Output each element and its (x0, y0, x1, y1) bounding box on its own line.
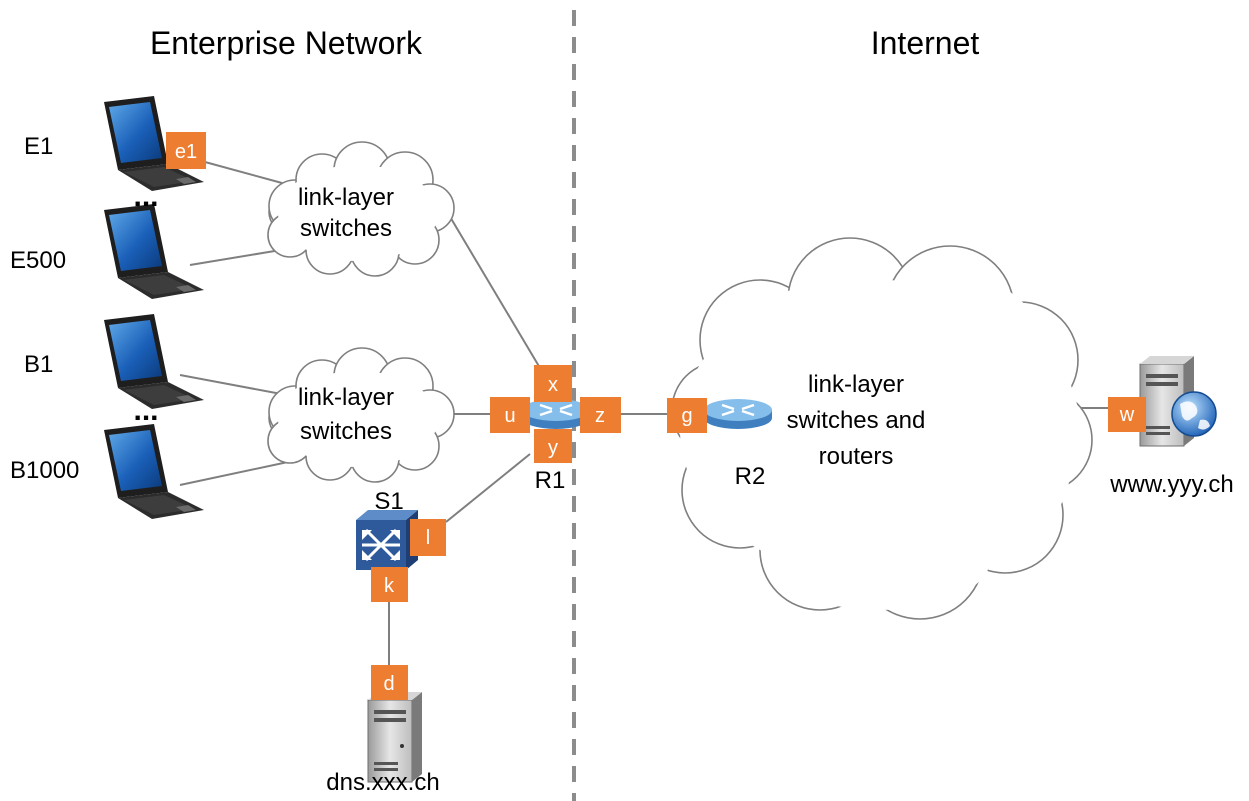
interface-tag-g: g (667, 398, 707, 433)
svg-text:e1: e1 (175, 141, 197, 163)
lower-cloud-label-line1: link-layer (298, 384, 394, 411)
link-upper-switches-r1 (445, 209, 541, 369)
interface-tag-y: y (534, 429, 572, 463)
interface-tag-e1: e1 (166, 132, 206, 169)
upper-switch-cloud: link-layer switches (267, 141, 455, 277)
interface-tag-x: x (534, 365, 572, 402)
svg-text:w: w (1119, 404, 1135, 426)
router-r1-icon (520, 397, 592, 431)
link-b1-switches (179, 374, 293, 397)
interface-tag-l: l (410, 519, 446, 556)
svg-text:l: l (426, 527, 430, 549)
interface-tag-k: k (371, 567, 408, 602)
svg-text:g: g (681, 405, 692, 427)
svg-text:u: u (504, 405, 515, 427)
svg-text:y: y (548, 437, 558, 459)
router-r1-label: R1 (535, 467, 566, 494)
host-label-b1000: B1000 (10, 457, 79, 484)
router-r2-icon (702, 397, 774, 431)
switch-s1-icon (356, 510, 418, 570)
interface-tag-w: w (1108, 397, 1146, 432)
internet-title: Internet (871, 25, 980, 61)
laptop-e500-icon (104, 204, 204, 299)
internet-cloud: link-layer switches and routers (671, 237, 1093, 620)
link-r1-s1 (445, 453, 531, 523)
enterprise-network-title: Enterprise Network (150, 25, 423, 61)
internet-cloud-label-line3: routers (819, 443, 894, 470)
link-b1000-switches (179, 458, 303, 486)
laptop-b1000-icon (104, 424, 204, 519)
dns-server-label: dns.xxx.ch (326, 769, 439, 796)
upper-cloud-label-line2: switches (300, 215, 392, 242)
svg-text:x: x (548, 374, 558, 396)
internet-cloud-label-line2: switches and (787, 407, 926, 434)
router-r2-label: R2 (735, 463, 766, 490)
host-label-b1: B1 (24, 351, 53, 378)
web-server-label: www.yyy.ch (1109, 471, 1234, 498)
switch-s1-label: S1 (374, 488, 403, 515)
host-ellipsis-lower: ... (133, 394, 158, 427)
interface-tag-d: d (371, 665, 408, 700)
upper-cloud-label-line1: link-layer (298, 184, 394, 211)
link-e1-switches (204, 161, 283, 184)
internet-cloud-label-line1: link-layer (808, 371, 904, 398)
svg-text:z: z (595, 405, 605, 427)
interface-tag-z: z (580, 397, 621, 433)
lower-cloud-label-line2: switches (300, 418, 392, 445)
lower-switch-cloud: link-layer switches (267, 347, 455, 483)
interface-tag-u: u (490, 397, 530, 433)
host-ellipsis-upper: ... (133, 180, 158, 213)
globe-icon (1171, 391, 1217, 437)
svg-text:d: d (383, 673, 394, 695)
host-label-e1: E1 (24, 133, 53, 160)
svg-text:k: k (384, 575, 395, 597)
host-label-e500: E500 (10, 247, 66, 274)
